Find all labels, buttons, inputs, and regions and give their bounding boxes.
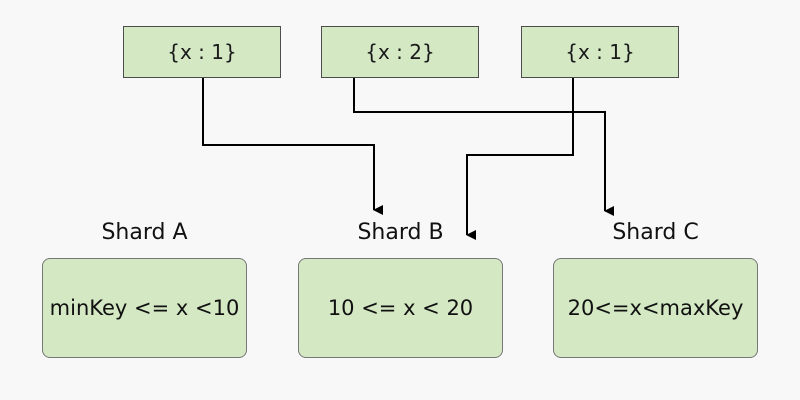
document-label-2: {x : 2} (365, 40, 435, 64)
shard-a-range: minKey <= x <10 (49, 296, 240, 320)
shard-b-range: 10 <= x < 20 (327, 296, 474, 320)
document-box-1: {x : 1} (123, 26, 281, 78)
arrow-doc1-to-shard-b (202, 78, 383, 215)
shard-a-box: minKey <= x <10 (42, 258, 247, 358)
document-box-2: {x : 2} (321, 26, 479, 78)
arrow-doc3-to-shard-b (466, 78, 574, 240)
shard-c-box: 20<=x<maxKey (553, 258, 758, 358)
document-box-3: {x : 1} (521, 26, 679, 78)
arrow-doc2-to-shard-c (353, 78, 614, 216)
document-label-1: {x : 1} (167, 40, 237, 64)
shard-a-title: Shard A (101, 220, 188, 245)
shard-c-range: 20<=x<maxKey (567, 296, 744, 320)
shard-b-title: Shard B (357, 220, 444, 245)
shard-b-box: 10 <= x < 20 (298, 258, 503, 358)
shard-c-title: Shard C (612, 220, 699, 245)
document-label-3: {x : 1} (565, 40, 635, 64)
